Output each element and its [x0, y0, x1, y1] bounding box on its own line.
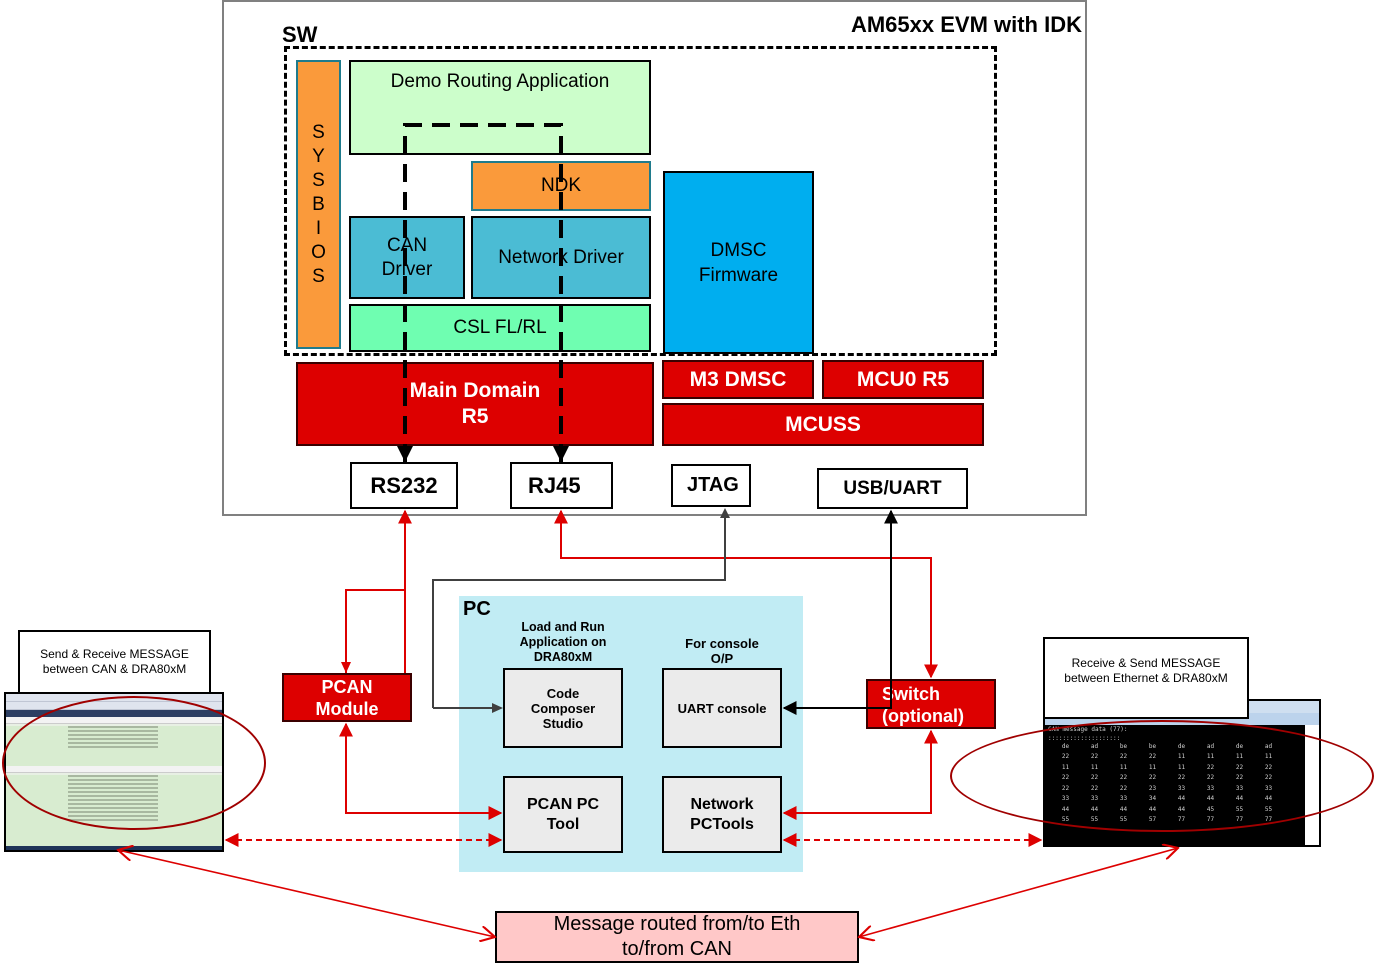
- mcu0-r5-block: MCU0 R5: [822, 360, 984, 399]
- can-driver-block: CAN Driver: [349, 216, 465, 299]
- route-arrow-right: [859, 848, 1178, 937]
- m3-dmsc-block: M3 DMSC: [662, 360, 814, 399]
- csl-block: CSL FL/RL: [349, 304, 651, 352]
- ccs-label-line: Studio: [542, 715, 584, 731]
- pcan-module-label-line: PCAN: [321, 676, 373, 697]
- sw-label: SW: [282, 22, 318, 47]
- link-rs232-pcan-module: [345, 511, 405, 673]
- ccs-caption-line: DRA80xM: [533, 650, 593, 664]
- right-note-line: Receive & Send MESSAGE: [1071, 656, 1221, 670]
- switch-label-line: Switch: [882, 684, 941, 704]
- sysbios-letter: S: [312, 265, 325, 287]
- pcan-module-block: PCAN Module: [282, 673, 412, 722]
- right-highlight-ellipse: [950, 720, 1374, 832]
- route-note-line: Message routed from/to Eth: [553, 913, 801, 935]
- main-domain-label-line: R5: [461, 405, 489, 428]
- code-composer-studio-box[interactable]: Code Composer Studio: [503, 668, 623, 748]
- demo-routing-app-label: Demo Routing Application: [390, 71, 610, 92]
- left-highlight-ellipse: [2, 696, 266, 830]
- ccs-label-line: Code: [546, 685, 580, 701]
- pc-label: PC: [463, 598, 491, 620]
- dmsc-firmware-block: DMSC Firmware: [663, 171, 814, 354]
- uart-caption-line: For console: [685, 636, 759, 651]
- route-note: Message routed from/to Eth to/from CAN: [495, 911, 859, 963]
- network-pc-tools-box[interactable]: Network PCTools: [662, 776, 782, 853]
- left-note-line: between CAN & DRA80xM: [42, 662, 187, 676]
- pcan-tool-label-line: PCAN PC: [526, 795, 599, 813]
- jtag-port: JTAG: [671, 464, 751, 507]
- dmsc-firmware-label-line: DMSC: [710, 239, 767, 261]
- main-domain-label-line: Main Domain: [409, 379, 541, 402]
- route-note-line: to/from CAN: [621, 938, 733, 960]
- switch-block: Switch (optional): [866, 679, 996, 729]
- right-note-line: between Ethernet & DRA80xM: [1064, 671, 1228, 685]
- switch-label-line: (optional): [882, 706, 964, 726]
- pcan-status-bar: [6, 846, 222, 850]
- sysbios-letter: S: [312, 121, 325, 143]
- left-note-line: Send & Receive MESSAGE: [40, 647, 189, 661]
- network-tools-label-line: PCTools: [690, 815, 754, 833]
- route-arrow-left: [118, 850, 495, 937]
- sw-area: [284, 46, 997, 356]
- uart-caption: For console O/P: [662, 636, 782, 666]
- can-driver-label-line: Driver: [381, 258, 433, 280]
- rs232-port: RS232: [350, 462, 458, 509]
- sysbios-letter: Y: [312, 145, 325, 167]
- pcan-tool-label-line: Tool: [546, 815, 580, 833]
- sysbios-letter: O: [311, 241, 326, 263]
- main-domain-r5-block: Main Domain R5: [296, 362, 654, 446]
- ccs-label-line: Composer: [530, 700, 596, 716]
- ccs-caption-line: Load and Run: [521, 620, 605, 634]
- link-switch-network-tools: [782, 729, 938, 820]
- can-driver-label-line: CAN: [386, 234, 428, 256]
- network-tools-label-line: Network: [690, 795, 754, 813]
- network-driver-block: Network Driver: [471, 216, 651, 299]
- sysbios-letter: S: [312, 169, 325, 191]
- pcan-pc-tool-box[interactable]: PCAN PC Tool: [503, 776, 623, 853]
- uart-console-box[interactable]: UART console: [662, 668, 782, 748]
- pcan-module-in-arrowhead: [341, 662, 351, 673]
- demo-routing-app-block: Demo Routing Application: [349, 60, 651, 155]
- dmsc-firmware-label-line: Firmware: [698, 264, 779, 286]
- rj45-port: RJ45: [510, 462, 613, 509]
- mcuss-block: MCUSS: [662, 403, 984, 446]
- uart-caption-line: O/P: [710, 651, 734, 666]
- ccs-caption: Load and Run Application on DRA80xM: [500, 620, 626, 665]
- usb-uart-port: USB/UART: [817, 468, 968, 509]
- sysbios-block: S Y S B I O S: [296, 60, 341, 349]
- pcan-module-label-line: Module: [315, 698, 379, 719]
- ndk-block: NDK: [471, 161, 651, 211]
- left-note: Send & Receive MESSAGE between CAN & DRA…: [18, 630, 211, 694]
- sysbios-letter: B: [312, 193, 325, 215]
- ccs-caption-line: Application on: [519, 635, 607, 649]
- right-note: Receive & Send MESSAGE between Ethernet …: [1043, 637, 1249, 719]
- sysbios-letter: I: [315, 217, 322, 239]
- board-title: AM65xx EVM with IDK: [850, 12, 1082, 37]
